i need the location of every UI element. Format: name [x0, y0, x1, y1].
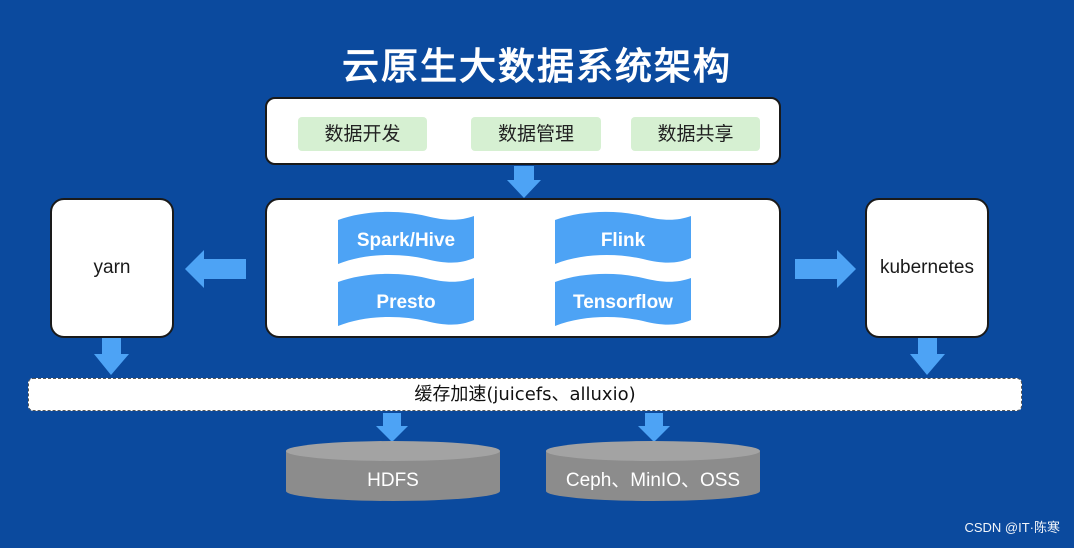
arrow-down-kubernetes-to-cache — [910, 338, 945, 375]
arrow-down-yarn-to-cache — [94, 338, 129, 375]
arrow-right-to-kubernetes — [795, 250, 856, 288]
cache-acceleration-bar: 缓存加速(juicefs、alluxio) — [28, 378, 1022, 411]
application-layer-box: 数据开发 数据管理 数据共享 — [265, 97, 781, 165]
engine-label-spark-hive: Spark/Hive — [357, 230, 455, 251]
engine-label-tensorflow: Tensorflow — [573, 292, 673, 313]
arrow-left-to-yarn — [185, 250, 246, 288]
engine-label-flink: Flink — [601, 230, 646, 251]
engine-label-presto: Presto — [376, 292, 435, 313]
kubernetes-box: kubernetes — [865, 198, 989, 338]
kubernetes-label: kubernetes — [879, 257, 974, 278]
engine-flag-spark-hive — [338, 211, 474, 264]
engine-flag-tensorflow — [555, 273, 691, 326]
watermark: CSDN @IT·陈寒 — [964, 520, 1060, 535]
storage-label-object-storage: Ceph、MinIO、OSS — [566, 470, 740, 491]
arrow-down-cache-to-hdfs — [376, 413, 408, 442]
chip-data-management: 数据管理 — [471, 117, 601, 151]
diagram-title: 云原生大数据系统架构 — [342, 45, 732, 88]
chip-data-development: 数据开发 — [298, 117, 427, 151]
arrow-down-cache-to-object-storage — [638, 413, 670, 442]
storage-cylinder-object-storage — [546, 441, 760, 501]
engine-flag-flink — [555, 211, 691, 264]
arrow-down-top-to-middle — [507, 166, 541, 198]
yarn-box: yarn — [50, 198, 174, 338]
storage-label-hdfs: HDFS — [367, 470, 419, 491]
yarn-label: yarn — [93, 257, 131, 278]
storage-cylinder-hdfs — [286, 441, 500, 501]
engine-flag-presto — [338, 273, 474, 326]
chip-data-sharing: 数据共享 — [631, 117, 760, 151]
